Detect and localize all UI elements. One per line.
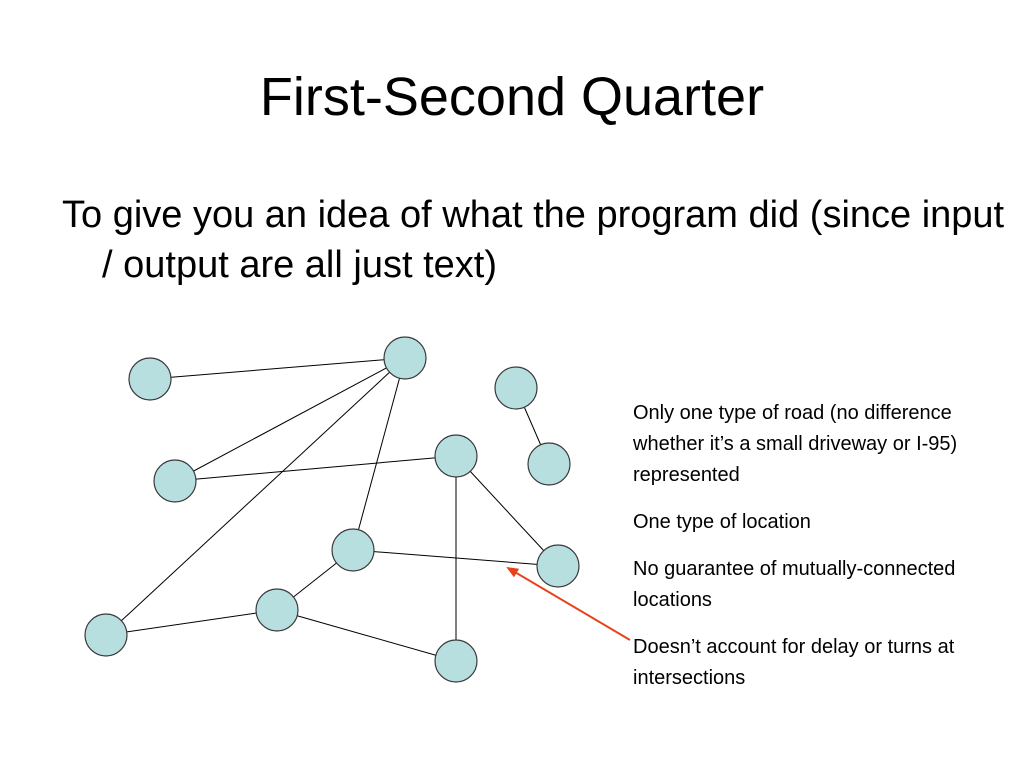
edge: [174, 357, 406, 482]
location-node: [527, 442, 571, 486]
location-node: [331, 528, 375, 572]
location-node: [255, 588, 299, 632]
location-node: [434, 434, 478, 478]
note-location-type: One type of location: [633, 511, 811, 533]
edge: [149, 357, 406, 380]
location-node: [128, 357, 172, 401]
slide-title: First-Second Quarter: [259, 67, 765, 127]
location-node: [153, 459, 197, 503]
edge: [105, 609, 278, 636]
edge: [105, 357, 406, 636]
nodes: [84, 336, 580, 683]
edge: [174, 455, 457, 482]
edge: [455, 455, 559, 567]
edge: [352, 357, 406, 551]
slide-subtitle: To give you an idea of what the program …: [62, 194, 1005, 286]
note-road-type: Only one type of road (no difference whe…: [633, 402, 958, 486]
callout-arrow: [506, 566, 631, 641]
note-connectivity: No guarantee of mutually-connected locat…: [633, 558, 956, 611]
edges: [105, 357, 559, 662]
location-node: [84, 613, 128, 657]
notes-list: Only one type of road (no difference whe…: [633, 398, 1003, 710]
edge: [352, 549, 559, 567]
edge: [276, 609, 457, 662]
location-node: [494, 366, 538, 410]
note-delay-turns: Doesn’t account for delay or turns at in…: [633, 636, 955, 689]
location-node: [434, 639, 478, 683]
location-node: [383, 336, 427, 380]
location-node: [536, 544, 580, 588]
